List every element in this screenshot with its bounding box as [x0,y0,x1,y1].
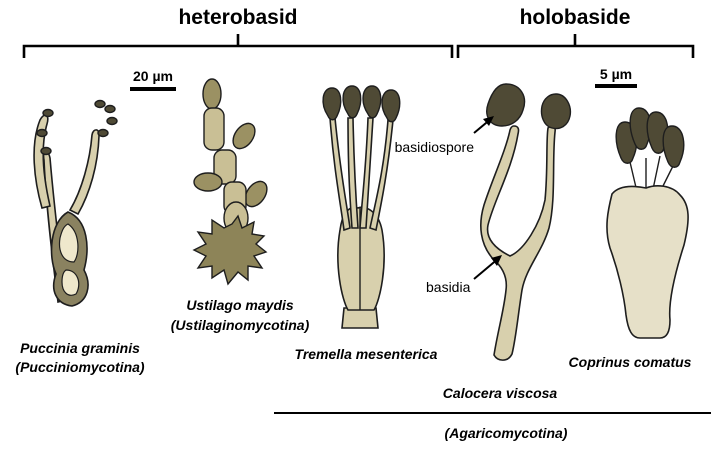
ustilago-spore [202,78,222,110]
ustilago-name: Ustilago maydis [186,297,294,313]
tremella-name: Tremella mesenterica [295,346,438,362]
puccinia-spore [97,128,109,138]
coprinus-figure [606,107,689,339]
ustilago-teliospore [192,214,268,286]
puccinia-teliospore-lower [61,269,80,296]
agaricomycotina-text: Agaricomycotina [448,425,563,441]
tremella-sterigma [359,117,374,229]
coprinus-sterigma [629,155,677,197]
holobaside-label: holobaside [520,6,631,29]
puccinia-spore [104,104,116,114]
ustilago-spore [244,180,268,208]
tremella-spore [342,85,362,119]
puccinia-spore [36,128,48,138]
coprinus-spore [662,125,685,168]
tremella-sterigma [369,119,394,232]
basidia-label: basidia [426,279,471,295]
puccinia-subphylum-text: Pucciniomycotina [20,359,140,375]
basidiospore-arrowhead [483,116,494,126]
coprinus-name: Coprinus comatus [569,354,692,370]
ustilago-figure [192,78,268,286]
puccinia-spore [106,116,118,126]
coprinus-basidium [606,185,689,339]
tremella-sterigma [347,117,359,229]
basidia-arrowhead [491,255,502,266]
puccinia-spore [42,108,54,118]
puccinia-name: Puccinia graminis [20,340,140,356]
ustilago-cell [213,149,237,185]
heterobasid-label: heterobasid [178,6,297,29]
puccinia-spore [94,99,106,109]
calocera-spore [540,93,572,130]
puccinia-subphylum: (Pucciniomycotina) [15,359,144,375]
calocera-name: Calocera viscosa [443,385,558,401]
ustilago-subphylum: (Ustilaginomycotina) [171,317,310,333]
scale-bar-right-label: 5 µm [600,66,632,82]
heterobasid-brace [22,34,454,58]
puccinia-spore [40,146,52,156]
ustilago-spore [193,172,223,192]
holobaside-brace [456,34,695,58]
ustilago-cell [203,107,225,151]
puccinia-hypha-right [68,129,100,216]
calocera-spore [486,83,526,127]
tremella-figure [322,85,401,329]
tremella-base [341,307,379,329]
tremella-spore [381,89,401,123]
calocera-basidium [480,125,556,361]
tremella-spore [362,85,382,119]
scale-bar-left-label: 20 µm [133,68,173,84]
basidiospore-label: basidiospore [395,139,475,155]
tremella-spore [322,87,342,121]
ustilago-subphylum-text: Ustilaginomycotina [175,317,304,333]
calocera-figure [480,83,572,361]
ustilago-spore [232,122,256,150]
agaricomycotina-label: (Agaricomycotina) [445,425,568,441]
puccinia-figure [33,99,118,307]
puccinia-teliospore-inner [58,223,79,263]
tremella-sterigma [329,117,351,232]
